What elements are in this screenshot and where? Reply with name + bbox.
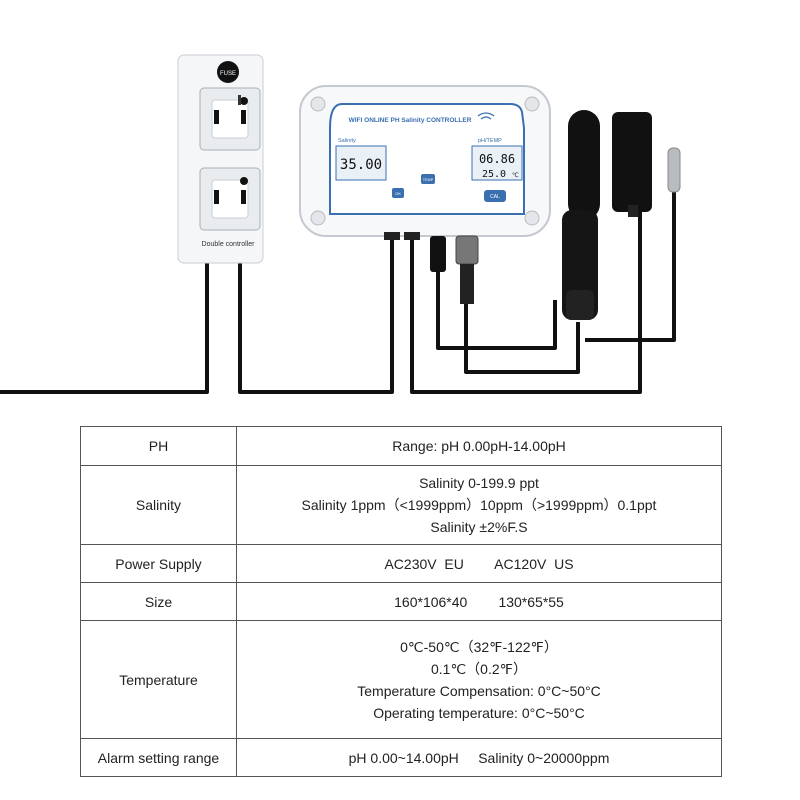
spec-value: pH 0.00~14.00pH Salinity 0~20000ppm [236,738,722,777]
svg-text:CAL: CAL [490,194,500,200]
temperature-probe [667,147,681,193]
svg-text:TEMP: TEMP [423,178,434,182]
spec-value: 160*106*40 130*65*55 [236,582,722,621]
right-screen-label: pH/TEMP [478,138,502,144]
spec-label: Power Supply [80,544,237,583]
wifi-icon [477,112,495,120]
socket-box: FUSE Double controller [177,54,264,264]
table-row: Salinity Salinity 0-199.9 ppt Salinity 1… [80,465,722,545]
salinity-value: 35.00 [340,157,382,173]
fuse-icon [217,61,239,83]
temp-unit: ℃ [512,172,519,179]
svg-text:OK: OK [395,191,401,196]
ph-value: 06.86 [479,152,515,166]
controller-panel: WIFI ONLINE PH Salinity CONTROLLER Salin… [299,85,551,237]
table-row: PH Range: pH 0.00pH-14.00pH [80,426,722,466]
socket-box-label: Double controller [202,241,256,248]
product-image: FUSE Double controller WIFI ONLINE PH Sa… [0,54,681,394]
spec-label: Salinity [80,465,237,545]
fuse-label: FUSE [220,71,236,77]
spec-label: Alarm setting range [80,738,237,777]
spec-label: Temperature [80,620,237,739]
ok-button[interactable] [392,188,404,198]
left-screen-label: Salinity [338,138,356,144]
bnc-connector [455,235,479,265]
temp-value: 25.0 [482,169,506,180]
panel-title: WIFI ONLINE PH Salinity CONTROLLER [349,117,472,124]
connectors [384,232,479,304]
temp-button[interactable] [421,174,435,184]
salinity-display [335,145,387,181]
spec-value: Salinity 0-199.9 ppt Salinity 1ppm（<1999… [236,465,722,545]
spec-value: 0℃-50℃（32℉-122℉） 0.1℃（0.2℉） Temperature … [236,620,722,739]
cal-button[interactable] [484,190,506,202]
dc-plug [430,236,446,272]
ph-probe [612,112,652,217]
ph-temp-display [471,145,523,181]
specifications-table: PH Range: pH 0.00pH-14.00pH Salinity Sal… [80,426,722,777]
spec-label: PH [80,426,237,466]
spec-value: AC230V EU AC120V US [236,544,722,583]
table-row: Alarm setting range pH 0.00~14.00pH Sali… [80,738,722,777]
spec-label: Size [80,582,237,621]
table-row: Temperature 0℃-50℃（32℉-122℉） 0.1℃（0.2℉） … [80,620,722,739]
table-row: Power Supply AC230V EU AC120V US [80,544,722,583]
salinity-probe [562,110,600,320]
spec-value: Range: pH 0.00pH-14.00pH [236,426,722,466]
table-row: Size 160*106*40 130*65*55 [80,582,722,621]
power-cables [0,188,676,394]
